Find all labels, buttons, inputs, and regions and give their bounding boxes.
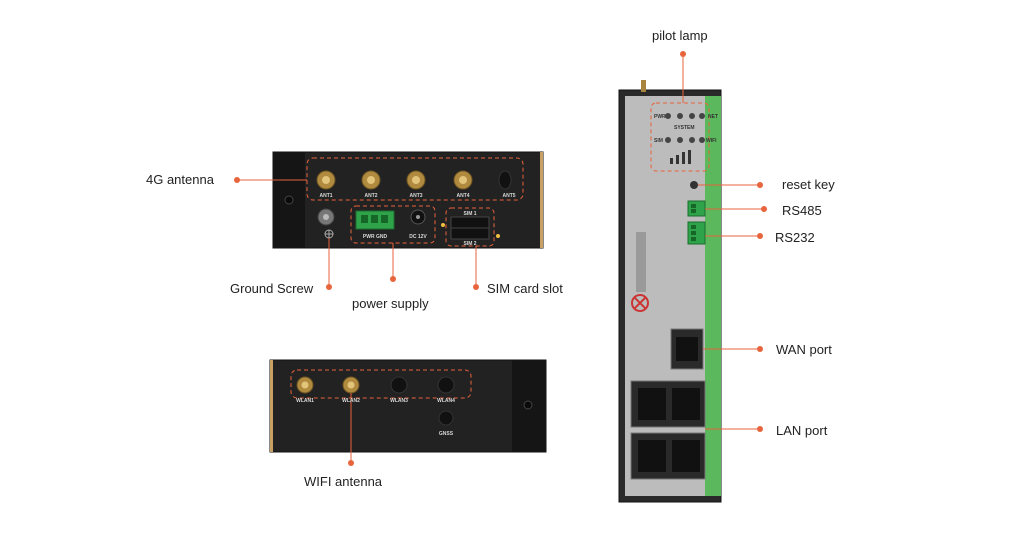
router-top-panel (272, 151, 544, 249)
led-sim-label: SIM (654, 138, 663, 144)
pilot-lamp-highlight (650, 102, 710, 172)
led-net-label: NET (708, 114, 718, 120)
ant-label-5: ANT5 (502, 193, 515, 199)
antenna-connectors (316, 170, 512, 190)
sim1-label: SIM 1 (463, 211, 476, 217)
power-supply-highlight (350, 205, 436, 244)
sim-slot-highlight (445, 207, 495, 247)
ant-label-3: ANT3 (409, 193, 422, 199)
label-lan-port: LAN port (776, 423, 828, 438)
label-wan-port: WAN port (776, 342, 832, 357)
wlan-label-1: WLAN1 (296, 398, 314, 404)
reset-key (690, 181, 698, 189)
brand-logo (631, 232, 649, 312)
wlan-label-2: WLAN2 (342, 398, 360, 404)
lan-ports (630, 380, 706, 480)
label-pilot-lamp: pilot lamp (652, 28, 708, 43)
rs232-terminal (687, 221, 706, 245)
dc-label: DC 12V (409, 234, 427, 240)
status-leds (665, 113, 705, 164)
led-pwr-label: PWR (654, 114, 666, 120)
ant-label-2: ANT2 (364, 193, 377, 199)
rs485-terminal (687, 200, 706, 217)
led-wifi-label: WIFI (706, 138, 717, 144)
label-reset-key: reset key (782, 177, 835, 192)
ant-label-4: ANT4 (456, 193, 469, 199)
label-rs232: RS232 (775, 230, 815, 245)
label-rs485: RS485 (782, 203, 822, 218)
system-label: SYSTEM (674, 125, 695, 131)
gnss-label: GNSS (439, 431, 454, 437)
wlan-label-4: WLAN4 (437, 398, 455, 404)
label-ground-screw: Ground Screw (230, 281, 314, 296)
label-power-supply: power supply (352, 296, 429, 311)
label-wifi-antenna: WIFI antenna (304, 474, 383, 489)
sim2-label: SIM 2 (463, 241, 476, 247)
gnss-connector (438, 410, 454, 426)
label-4g-antenna: 4G antenna (146, 172, 214, 187)
wifi-antenna-highlight (290, 369, 472, 399)
wlan-label-3: WLAN3 (390, 398, 408, 404)
pwr-gnd-label: PWR GND (363, 234, 388, 240)
router-side-panel (618, 80, 722, 503)
router-wifi-panel (269, 359, 547, 453)
callout-lines (234, 51, 767, 466)
antenna-4g-highlight (306, 157, 524, 201)
ant-label-1: ANT1 (319, 193, 332, 199)
label-sim-slot: SIM card slot (487, 281, 563, 296)
